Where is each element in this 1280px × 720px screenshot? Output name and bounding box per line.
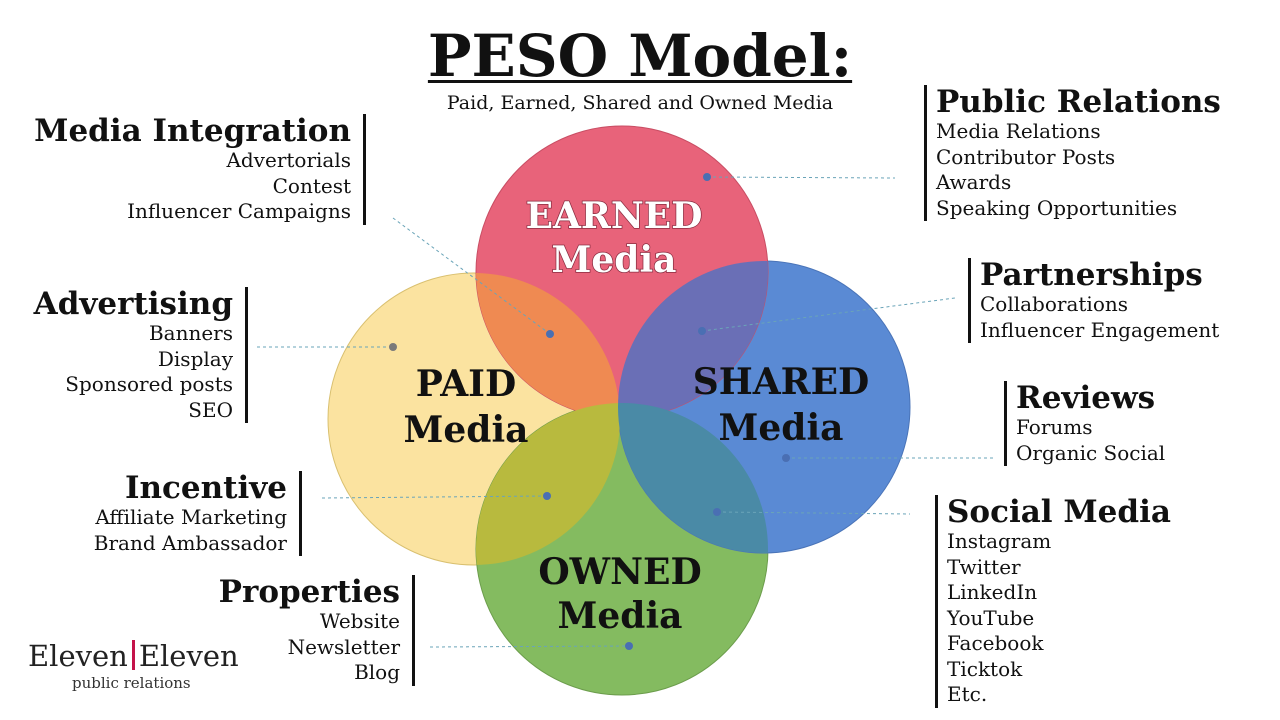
page-title: PESO Model: <box>0 22 1280 90</box>
list-item: Contributor Posts <box>936 144 1116 169</box>
dot-properties <box>625 642 633 650</box>
list-item: Influencer Campaigns <box>127 199 351 223</box>
media-integration-block: Media Integration Advertorials Contest I… <box>34 114 366 225</box>
dot-partnerships <box>698 327 706 335</box>
logo-word-right: Eleven <box>138 639 239 673</box>
dot-incentive <box>543 492 551 500</box>
list-item: SEO <box>188 397 233 422</box>
partnerships-block: Partnerships Collaborations Influencer E… <box>968 258 1219 343</box>
list-item: Media Relations <box>936 119 1101 143</box>
dot-social-media <box>713 508 721 516</box>
connector-public-relations <box>706 176 896 179</box>
properties-block: Properties Website Newsletter Blog <box>219 575 415 686</box>
advertising-heading: Advertising <box>33 286 233 322</box>
list-item: Collaborations <box>980 292 1129 316</box>
list-item: Speaking Opportunities <box>936 195 1178 220</box>
connector-media-integration <box>392 217 551 335</box>
list-item: Etc. <box>947 682 988 706</box>
advertising-block: Advertising Banners Display Sponsored po… <box>34 287 248 423</box>
shared-label-line2: Media <box>719 407 844 449</box>
connector-incentive <box>321 495 548 499</box>
list-item: Brand Ambassador <box>93 530 287 555</box>
list-item: Display <box>157 346 233 371</box>
list-item: Blog <box>354 660 400 684</box>
public-relations-block: Public Relations Media Relations Contrib… <box>924 85 1221 221</box>
list-item: Organic Social <box>1016 440 1166 465</box>
list-item: Website <box>319 609 400 633</box>
paid-label-line2: Media <box>404 409 529 451</box>
shared-label-line1: SHARED <box>693 361 870 403</box>
media-integration-heading: Media Integration <box>34 113 351 149</box>
list-item: Instagram <box>947 529 1052 553</box>
logo-tagline: public relations <box>72 674 191 692</box>
owned-label-line2: Media <box>558 595 683 637</box>
list-item: Sponsored posts <box>65 372 233 396</box>
earned-paid-overlap <box>476 273 620 418</box>
dot-media-integration <box>546 330 554 338</box>
company-logo: Eleven Eleven public relations <box>28 638 239 692</box>
list-item: Facebook <box>947 631 1044 655</box>
properties-heading: Properties <box>218 574 400 610</box>
list-item: Banners <box>148 321 233 345</box>
list-item: LinkedIn <box>947 580 1038 604</box>
dot-advertising <box>389 343 397 351</box>
list-item: Contest <box>272 173 351 198</box>
list-item: Ticktok <box>947 656 1023 681</box>
list-item: Newsletter <box>287 634 400 659</box>
public-relations-heading: Public Relations <box>936 84 1221 120</box>
logo-divider <box>131 640 135 670</box>
dot-reviews <box>782 454 790 462</box>
incentive-heading: Incentive <box>124 470 287 506</box>
connector-partnerships <box>701 297 956 332</box>
list-item: Twitter <box>947 554 1021 579</box>
owned-label-line1: OWNED <box>538 551 701 593</box>
paid-owned-overlap <box>476 403 620 565</box>
paid-label-line1: PAID <box>416 363 516 405</box>
logo-wordmark: Eleven Eleven <box>28 638 239 674</box>
list-item: YouTube <box>947 605 1035 630</box>
list-item: Forums <box>1016 415 1093 439</box>
social-media-block: Social Media Instagram Twitter LinkedIn … <box>935 495 1171 708</box>
incentive-block: Incentive Affiliate Marketing Brand Amba… <box>94 471 302 556</box>
list-item: Awards <box>936 170 1012 194</box>
reviews-heading: Reviews <box>1016 380 1156 416</box>
list-item: Affiliate Marketing <box>95 505 287 529</box>
page-subtitle: Paid, Earned, Shared and Owned Media <box>446 92 834 114</box>
list-item: Influencer Engagement <box>980 317 1220 342</box>
title-text: PESO Model: <box>427 22 853 90</box>
logo-word-left: Eleven <box>28 639 128 673</box>
dot-public-relations <box>703 173 711 181</box>
list-item: Advertorials <box>226 148 351 172</box>
partnerships-heading: Partnerships <box>980 257 1203 293</box>
social-media-heading: Social Media <box>947 494 1171 530</box>
connector-social-media <box>716 511 911 515</box>
earned-label-line2: Media <box>552 239 677 281</box>
earned-label-line1: EARNED <box>526 195 703 237</box>
reviews-block: Reviews Forums Organic Social <box>1004 381 1165 466</box>
